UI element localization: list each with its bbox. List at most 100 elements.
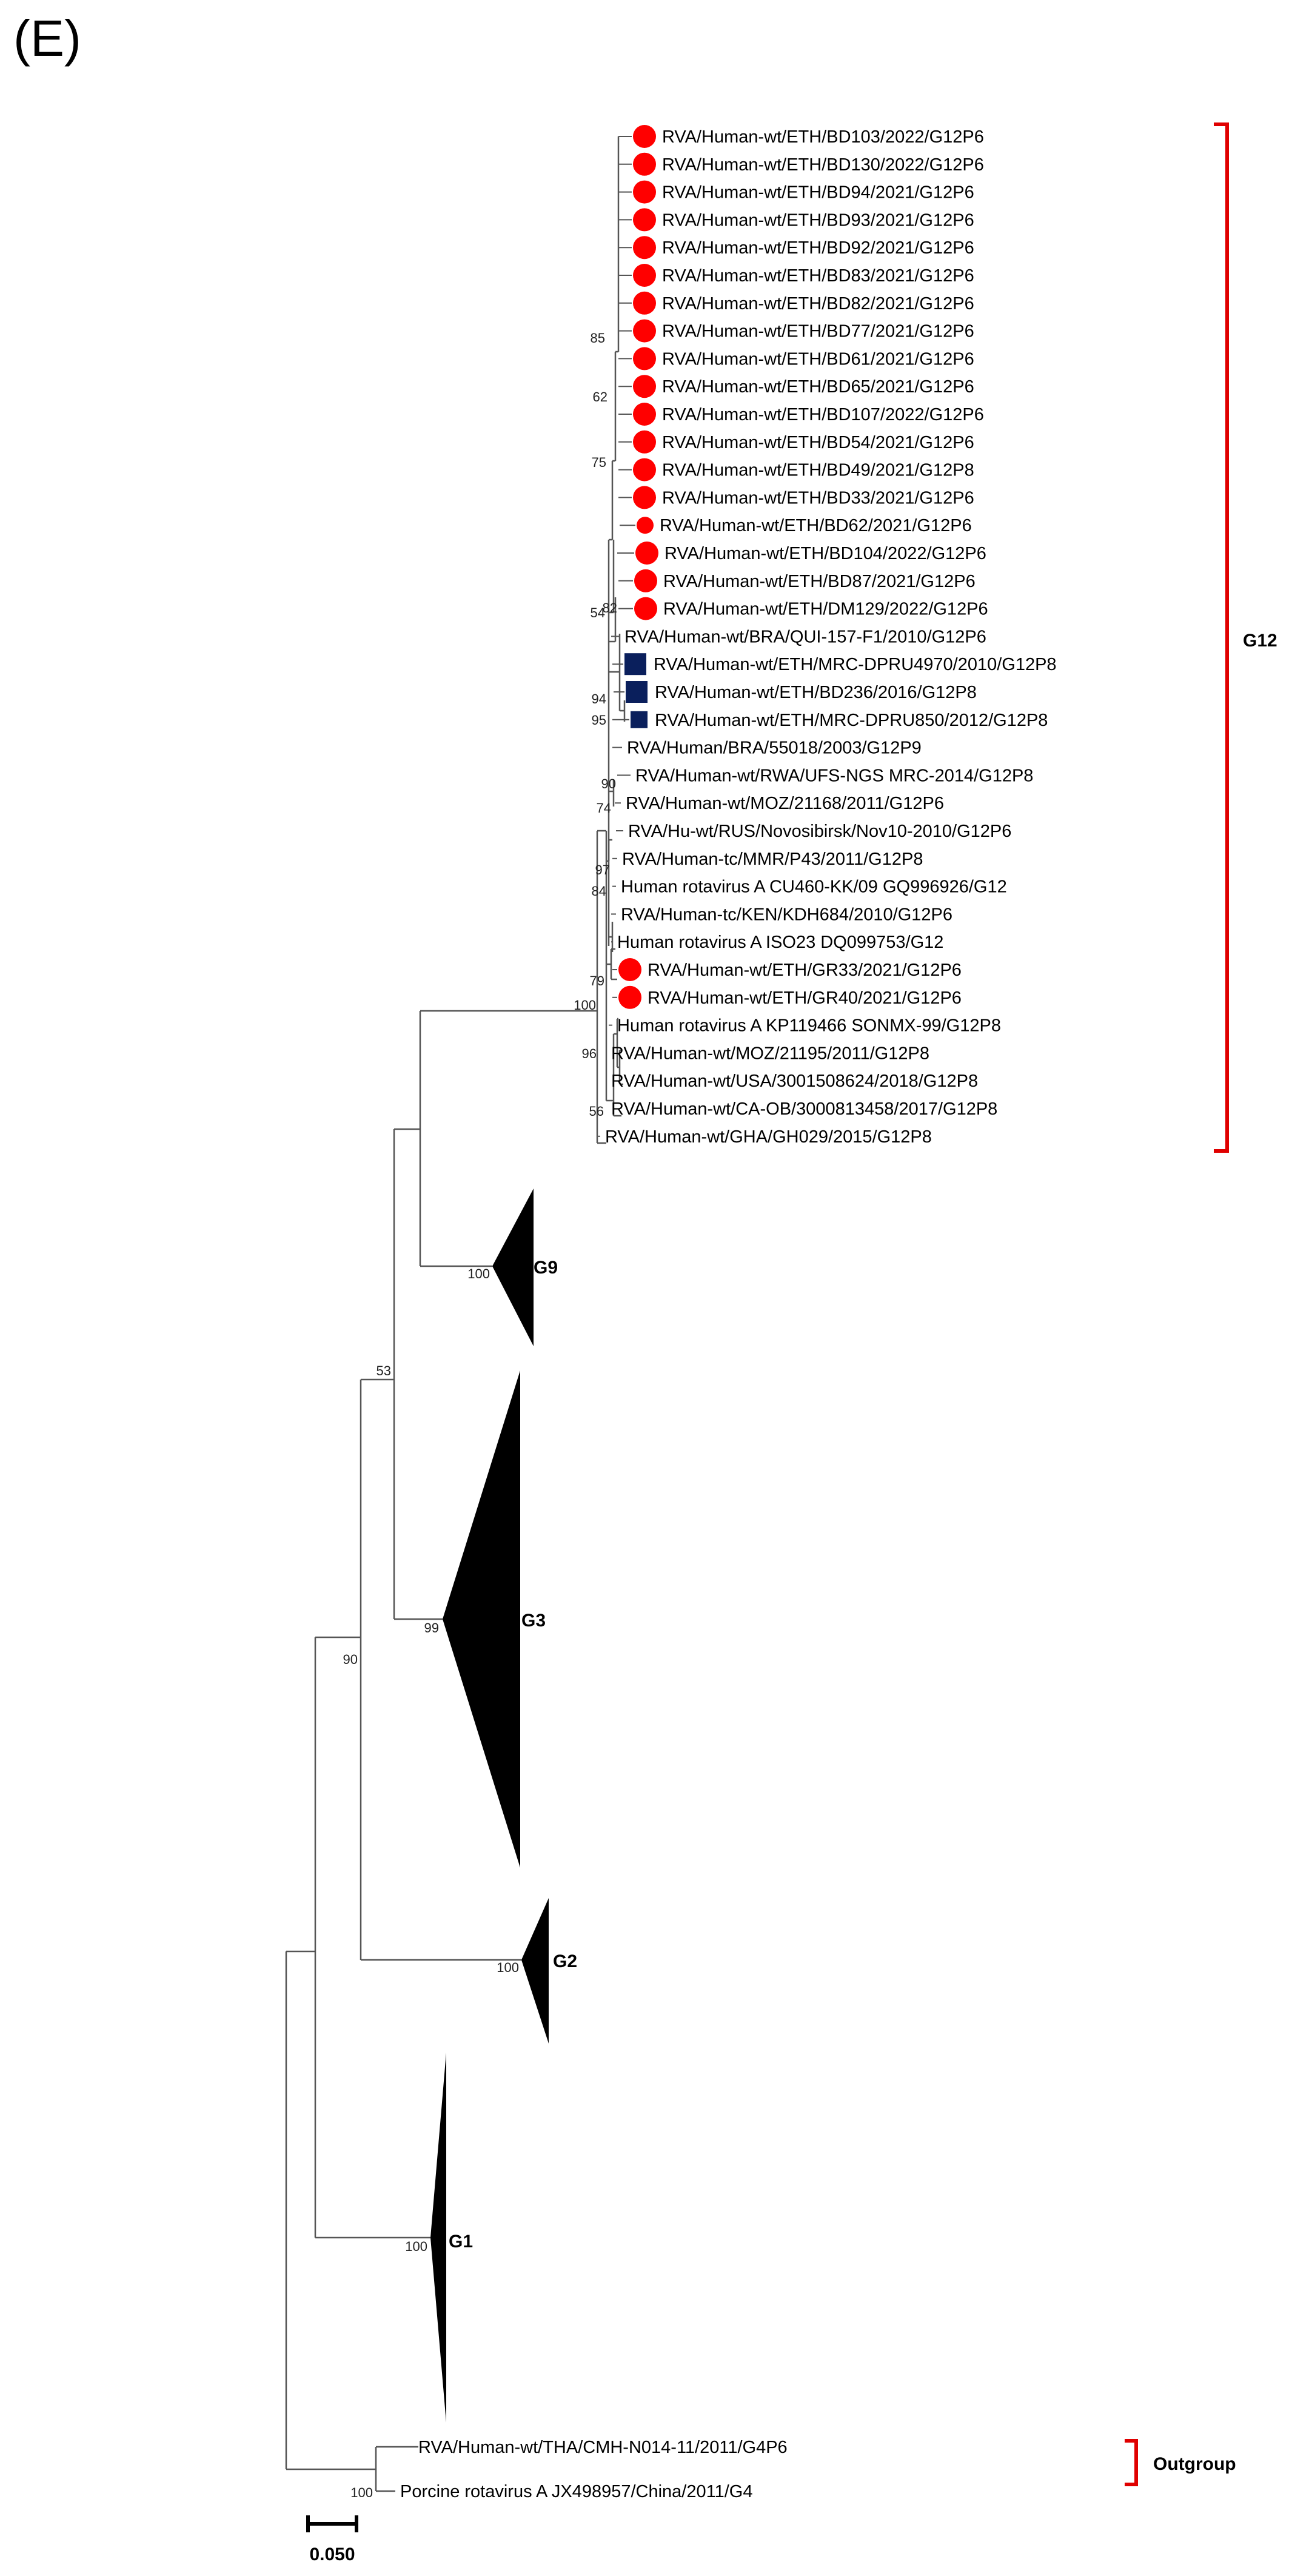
ethiopian-strain-marker xyxy=(634,569,657,592)
g12-leaf-label: RVA/Human-wt/ETH/BD61/2021/G12P6 xyxy=(662,349,974,369)
clade-g1-triangle xyxy=(430,2053,446,2423)
g12-leaf-label: RVA/Human-tc/MMR/P43/2011/G12P8 xyxy=(622,850,923,869)
ethiopian-strain-marker xyxy=(633,375,656,398)
g12-leaf-label: RVA/Human-wt/ETH/BD104/2022/G12P6 xyxy=(664,544,986,563)
g12-leaf-label: RVA/Human-wt/ETH/BD77/2021/G12P6 xyxy=(662,322,974,341)
g12-leaf-label: RVA/Human-wt/ETH/BD93/2021/G12P6 xyxy=(662,210,974,230)
bootstrap-100-g12: 100 xyxy=(574,998,596,1013)
bootstrap-95: 95 xyxy=(592,713,606,728)
tree-branches xyxy=(285,136,626,2492)
g12-leaf-label: RVA/Human-wt/ETH/BD107/2022/G12P6 xyxy=(662,405,984,424)
bootstrap-54: 54 xyxy=(591,605,605,620)
g12-leaf-label: RVA/Human-wt/ETH/BD103/2022/G12P6 xyxy=(662,127,984,147)
g12-leaf-label: RVA/Human-wt/ETH/MRC-DPRU4970/2010/G12P8 xyxy=(654,655,1057,674)
ethiopian-strain-marker xyxy=(633,486,656,509)
ethiopian-strain-marker xyxy=(633,208,656,232)
g12-leaf-label: RVA/Human-wt/ETH/MRC-DPRU850/2012/G12P8 xyxy=(655,711,1048,730)
g12-leaf-label: Human rotavirus A KP119466 SONMX-99/G12P… xyxy=(617,1016,1001,1036)
g12-leaf-label: RVA/Human-wt/USA/3001508624/2018/G12P8 xyxy=(611,1072,978,1091)
bootstrap-99-g3: 99 xyxy=(424,1620,439,1635)
clade-label-g2: G2 xyxy=(553,1951,577,1971)
g12-leaf-label: RVA/Human-wt/ETH/BD65/2021/G12P6 xyxy=(662,377,974,397)
ethiopian-strain-marker xyxy=(634,597,657,620)
g12-markers xyxy=(618,125,658,1009)
ethiopian-strain-marker xyxy=(633,152,656,176)
g12-leaf-label: RVA/Human-wt/ETH/BD83/2021/G12P6 xyxy=(662,266,974,286)
g12-leaf-label: RVA/Human-wt/ETH/BD130/2022/G12P6 xyxy=(662,155,984,175)
ethiopian-strain-marker xyxy=(633,180,656,204)
reference-strain-marker xyxy=(626,681,648,703)
g12-leaf-label: RVA/Human-wt/ETH/BD49/2021/G12P8 xyxy=(662,461,974,480)
clade-labels: G9 G3 G2 G1 xyxy=(449,1258,577,2252)
bootstrap-85: 85 xyxy=(591,330,605,346)
clade-label-g1: G1 xyxy=(449,2232,473,2252)
scale-bar-label: 0.050 xyxy=(309,2544,355,2564)
bootstrap-84: 84 xyxy=(592,884,606,899)
g12-leaf-label: RVA/Human-tc/KEN/KDH684/2010/G12P6 xyxy=(621,905,952,924)
clade-bracket-label-g12: G12 xyxy=(1243,631,1277,651)
bootstrap-90-g12: 90 xyxy=(601,776,616,791)
g12-leaf-label: RVA/Human-wt/ETH/BD54/2021/G12P6 xyxy=(662,433,974,452)
clade-g9-triangle xyxy=(492,1189,534,1346)
ethiopian-strain-marker xyxy=(635,542,658,565)
g12-leaf-label: RVA/Human-wt/CA-OB/3000813458/2017/G12P8 xyxy=(611,1099,997,1119)
g12-leaf-label: RVA/Human-wt/ETH/BD33/2021/G12P6 xyxy=(662,488,974,508)
ethiopian-strain-marker xyxy=(633,236,656,260)
ethiopian-strain-marker xyxy=(633,125,656,148)
clade-g2-triangle xyxy=(521,1898,549,2044)
g12-leaf-label: RVA/Hu-wt/RUS/Novosibirsk/Nov10-2010/G12… xyxy=(628,822,1011,841)
reference-strain-marker xyxy=(624,653,646,676)
g12-leaf-label: RVA/Human-wt/RWA/UFS-NGS MRC-2014/G12P8 xyxy=(635,766,1033,785)
collapsed-clades xyxy=(430,1189,549,2423)
g12-leaf-label: RVA/Human-wt/MOZ/21168/2011/G12P6 xyxy=(626,794,944,813)
clade-bracket-outgroup: Outgroup xyxy=(1125,2439,1236,2486)
clade-label-g3: G3 xyxy=(521,1611,546,1631)
ethiopian-strain-marker xyxy=(633,430,656,454)
bootstrap-62: 62 xyxy=(593,389,608,404)
clade-bracket-label-outgroup: Outgroup xyxy=(1153,2454,1236,2474)
ethiopian-strain-marker xyxy=(618,958,641,981)
ethiopian-strain-marker xyxy=(633,264,656,287)
bootstrap-100-g9: 100 xyxy=(467,1266,490,1281)
g12-leaf-label: RVA/Human-wt/ETH/BD87/2021/G12P6 xyxy=(663,572,976,591)
bootstrap-75: 75 xyxy=(592,455,606,470)
g12-leaf-label: Human rotavirus A CU460-KK/09 GQ996926/G… xyxy=(621,877,1007,897)
outgroup-leaves: RVA/Human-wt/THA/CMH-N014-11/2011/G4P6 P… xyxy=(400,2438,788,2501)
ethiopian-strain-marker xyxy=(633,347,656,371)
g12-leaf-label: RVA/Human-wt/ETH/BD82/2021/G12P6 xyxy=(662,294,974,314)
ethiopian-strain-marker xyxy=(633,458,656,481)
outgroup-leaf-label: Porcine rotavirus A JX498957/China/2011/… xyxy=(400,2482,752,2501)
bootstrap-values: 85 62 75 82 54 94 95 90 74 97 84 79 100 … xyxy=(343,330,617,2500)
bootstrap-74: 74 xyxy=(597,800,611,816)
bootstrap-97: 97 xyxy=(595,862,610,877)
g12-leaf-label: RVA/Human-wt/GHA/GH029/2015/G12P8 xyxy=(605,1127,932,1147)
bootstrap-94: 94 xyxy=(592,691,606,706)
g12-leaf-label: RVA/Human-wt/ETH/GR33/2021/G12P6 xyxy=(648,961,962,980)
bootstrap-79: 79 xyxy=(590,973,604,988)
ethiopian-strain-marker xyxy=(618,985,641,1009)
g12-leaf-labels: RVA/Human-wt/ETH/BD103/2022/G12P6RVA/Hum… xyxy=(605,127,1057,1147)
g12-leaf-label: RVA/Human-wt/ETH/BD94/2021/G12P6 xyxy=(662,183,974,203)
g12-leaf-label: RVA/Human-wt/ETH/DM129/2022/G12P6 xyxy=(663,600,988,619)
clade-bracket-g12: G12 xyxy=(1214,122,1277,1153)
g12-leaf-label: RVA/Human-wt/ETH/BD236/2016/G12P8 xyxy=(655,683,977,702)
outgroup-leaf-label: RVA/Human-wt/THA/CMH-N014-11/2011/G4P6 xyxy=(418,2438,788,2457)
bootstrap-53: 53 xyxy=(377,1363,391,1378)
bootstrap-82: 82 xyxy=(603,600,617,615)
g12-leaf-label: RVA/Human-wt/ETH/BD62/2021/G12P6 xyxy=(660,516,972,535)
g12-leaf-label: RVA/Human-wt/BRA/QUI-157-F1/2010/G12P6 xyxy=(624,627,986,646)
bootstrap-100-outgroup: 100 xyxy=(350,2485,373,2500)
g12-leaf-label: RVA/Human/BRA/55018/2003/G12P9 xyxy=(627,739,922,758)
g12-leaf-label: RVA/Human-wt/ETH/BD92/2021/G12P6 xyxy=(662,238,974,258)
bootstrap-96: 96 xyxy=(582,1046,597,1061)
ethiopian-strain-marker xyxy=(637,517,654,534)
bootstrap-90: 90 xyxy=(343,1652,358,1667)
g12-leaf-label: RVA/Human-wt/MOZ/21195/2011/G12P8 xyxy=(611,1044,929,1063)
clade-g3-triangle xyxy=(443,1370,520,1868)
bootstrap-56: 56 xyxy=(589,1104,604,1119)
scale-bar: 0.050 xyxy=(306,2515,358,2564)
bootstrap-100-g1: 100 xyxy=(405,2239,427,2254)
panel-label: (E) xyxy=(13,10,81,67)
ethiopian-strain-marker xyxy=(633,319,656,343)
